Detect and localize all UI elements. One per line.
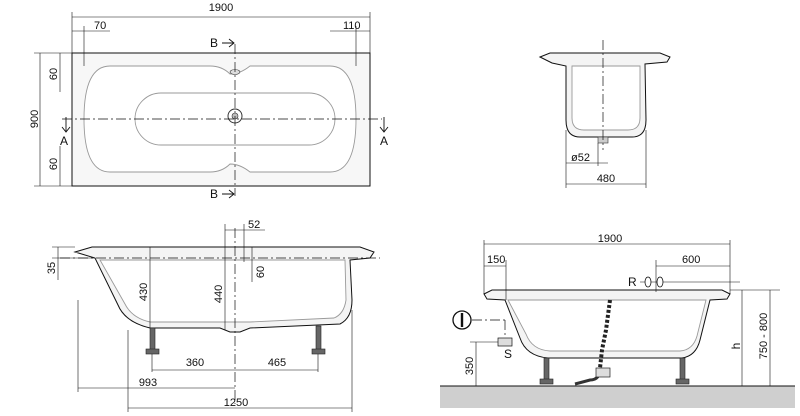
dim-install-length: 1900 [598,233,622,245]
install-foot-left [543,357,550,381]
dim-edge-top: 60 [48,68,60,80]
dim-overflow-depth: 440 [213,285,225,303]
section-marker-a-right: A [380,134,388,148]
dim-outlet-diameter: ø52 [571,152,590,164]
dim-right-offset: 110 [343,20,361,32]
install-foot-right [679,357,686,381]
long-section-view: 35 430 440 52 60 360 465 993 1250 [46,219,380,412]
dim-overflow-drop: 60 [255,266,267,278]
dim-inside-depth: 430 [138,283,150,301]
foot-right [315,325,322,351]
drain-hose [598,299,612,369]
dim-left-offset: 70 [94,20,106,32]
section-marker-b-top: B [210,36,218,50]
section-arrow-a-right [379,117,389,133]
dim-top-overall-length: 1900 [209,2,233,14]
r-fitting-2 [656,276,664,288]
dim-outlet-position: 993 [139,377,157,389]
dim-foot-left: 360 [186,357,204,369]
dim-floor-height: 350 [464,357,476,375]
install-foot-right-base [675,378,690,385]
top-view: 1900 70 110 900 60 60 B B A A [29,2,389,201]
r-fitting-1 [644,276,652,288]
dim-overflow-offset: 52 [248,219,260,231]
label-h: h [729,343,743,350]
label-r: R [628,275,637,289]
install-foot-left-base [539,378,554,385]
install-view: 1900 150 600 R S 350 h 750 - 800 [440,233,795,408]
dim-foot-right: 465 [268,357,286,369]
section-arrow-b-bottom [222,189,235,199]
end-section-view: 480 ø52 [538,40,671,188]
dim-install-right-offset: 600 [682,254,700,266]
dim-height-range: 750 - 800 [758,313,770,359]
floor [440,386,795,408]
drain-outlet [595,367,611,378]
foot-left [149,327,156,351]
dim-edge-bottom: 60 [48,158,60,170]
end-section-inner [571,65,641,131]
section-marker-b-bottom: B [210,187,218,201]
foot-right-base [311,348,326,355]
section-marker-a-left: A [60,134,68,148]
dim-foot-span: 1250 [224,397,248,409]
foot-left-base [145,348,160,355]
dim-rim-thickness: 35 [46,262,58,274]
siphon-box [497,337,513,347]
section-arrow-a-left [61,117,71,133]
dim-install-left-edge: 150 [487,254,505,266]
long-section-feet [145,325,326,355]
dim-width: 900 [29,110,41,128]
dim-bottom-width: 480 [597,173,615,185]
label-s: S [504,347,512,361]
section-arrow-b-top [222,38,235,48]
long-section-inner [99,259,347,323]
